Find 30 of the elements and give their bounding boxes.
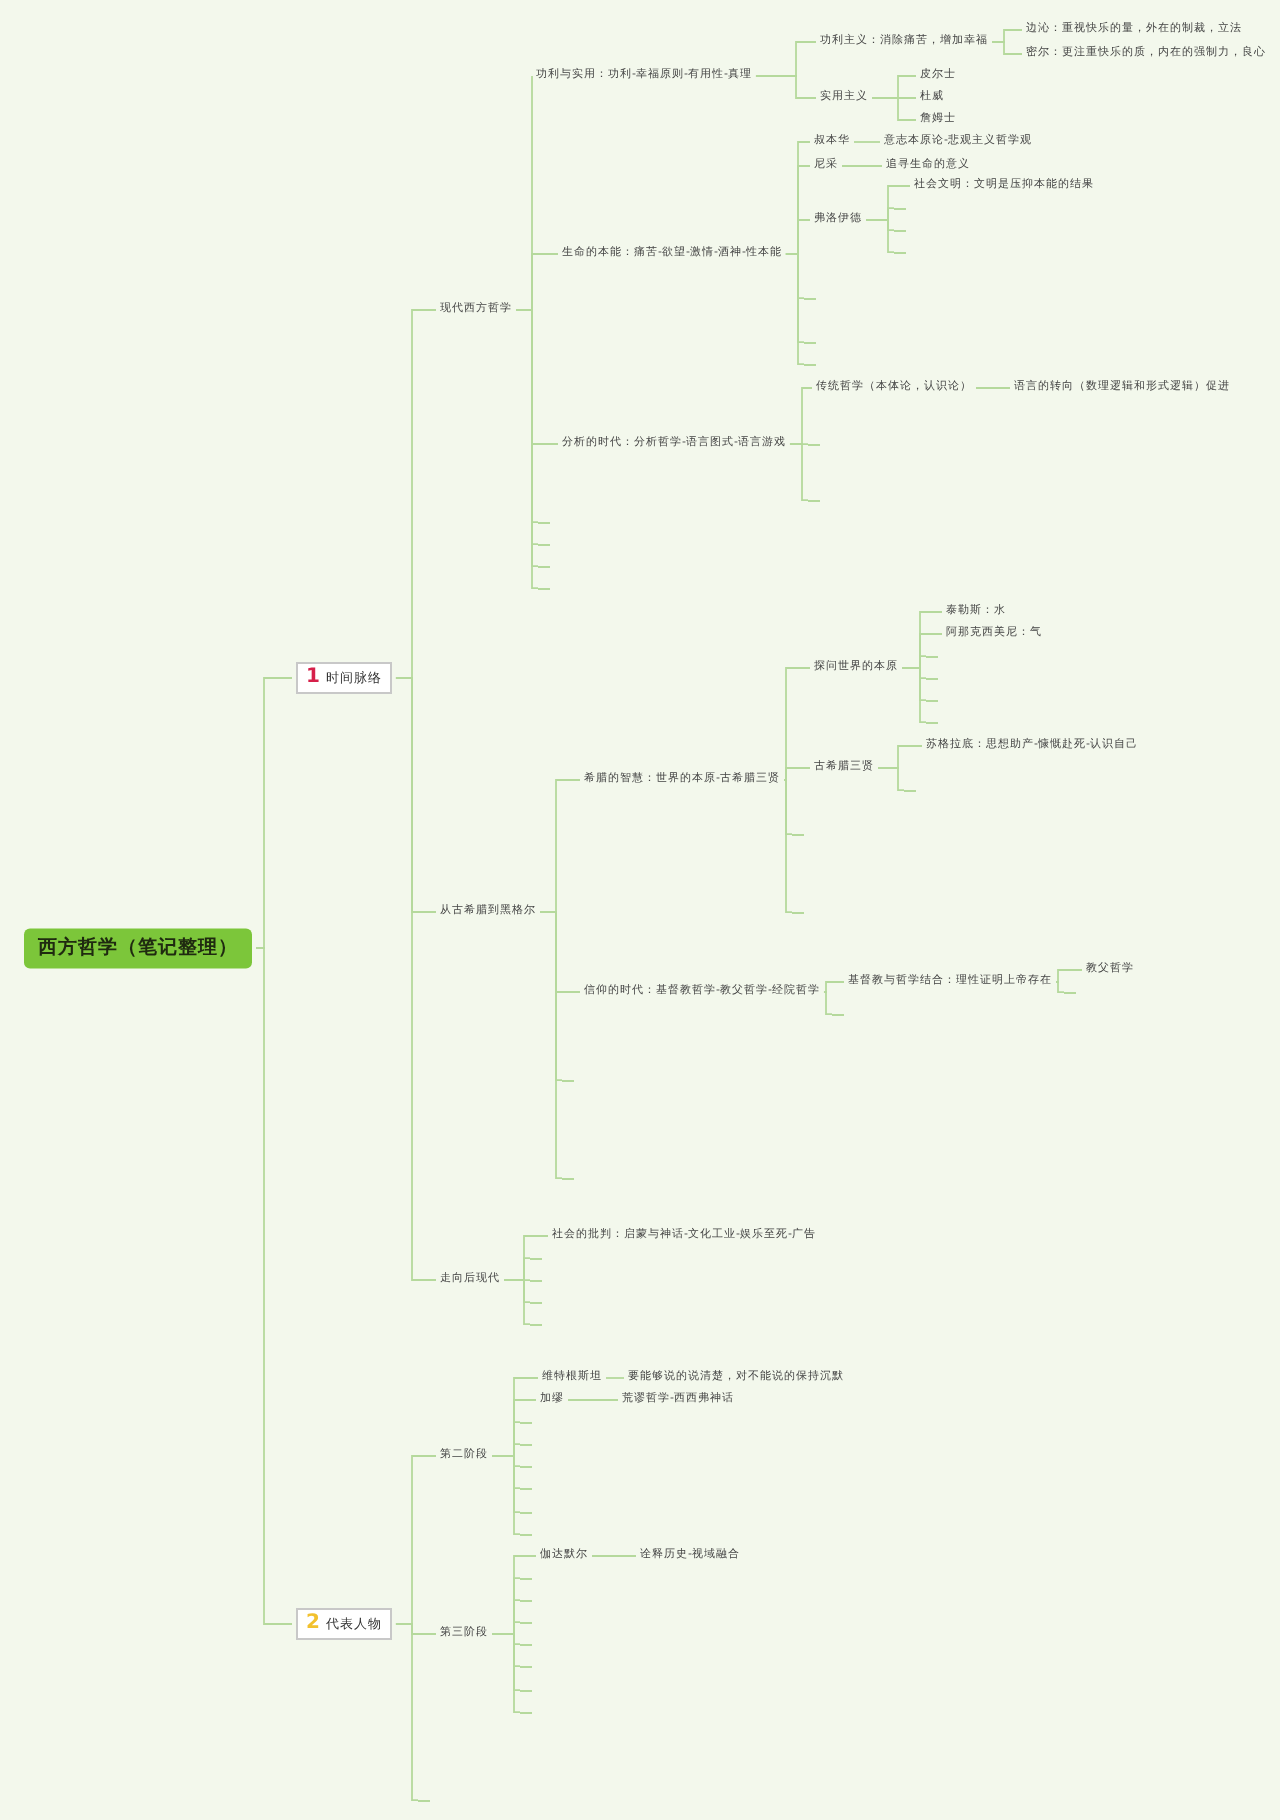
branch-line <box>975 387 1011 389</box>
branch-line <box>785 253 805 365</box>
branch-line <box>539 911 563 1179</box>
branch-line <box>783 779 793 913</box>
branch-line <box>871 97 917 121</box>
topic-number: 1 <box>306 668 320 688</box>
branch-line <box>605 1377 625 1379</box>
branch-line <box>789 443 809 501</box>
topic-box <box>296 662 392 694</box>
branch-line <box>255 947 293 1625</box>
branch-line <box>1055 969 1083 983</box>
branch-line <box>877 767 905 791</box>
root-topic-box: 西方哲学（笔记整理） <box>24 928 252 968</box>
branch-line <box>823 991 833 1015</box>
branch-line <box>841 165 883 167</box>
branch-line <box>853 141 881 143</box>
branch-line <box>503 1279 531 1325</box>
branch-line <box>901 667 927 723</box>
branch-line <box>1055 981 1065 993</box>
topic-number: 2 <box>306 1614 320 1634</box>
branch-line <box>395 1623 419 1801</box>
branch-line <box>395 677 437 1281</box>
topic-box <box>296 1608 392 1640</box>
branch-line <box>991 41 1023 55</box>
branch-line <box>823 981 845 993</box>
branch-line <box>783 767 811 781</box>
branch-line <box>491 1633 521 1713</box>
branch-line <box>567 1399 619 1401</box>
branch-line <box>491 1455 521 1535</box>
branch-line <box>591 1555 637 1557</box>
